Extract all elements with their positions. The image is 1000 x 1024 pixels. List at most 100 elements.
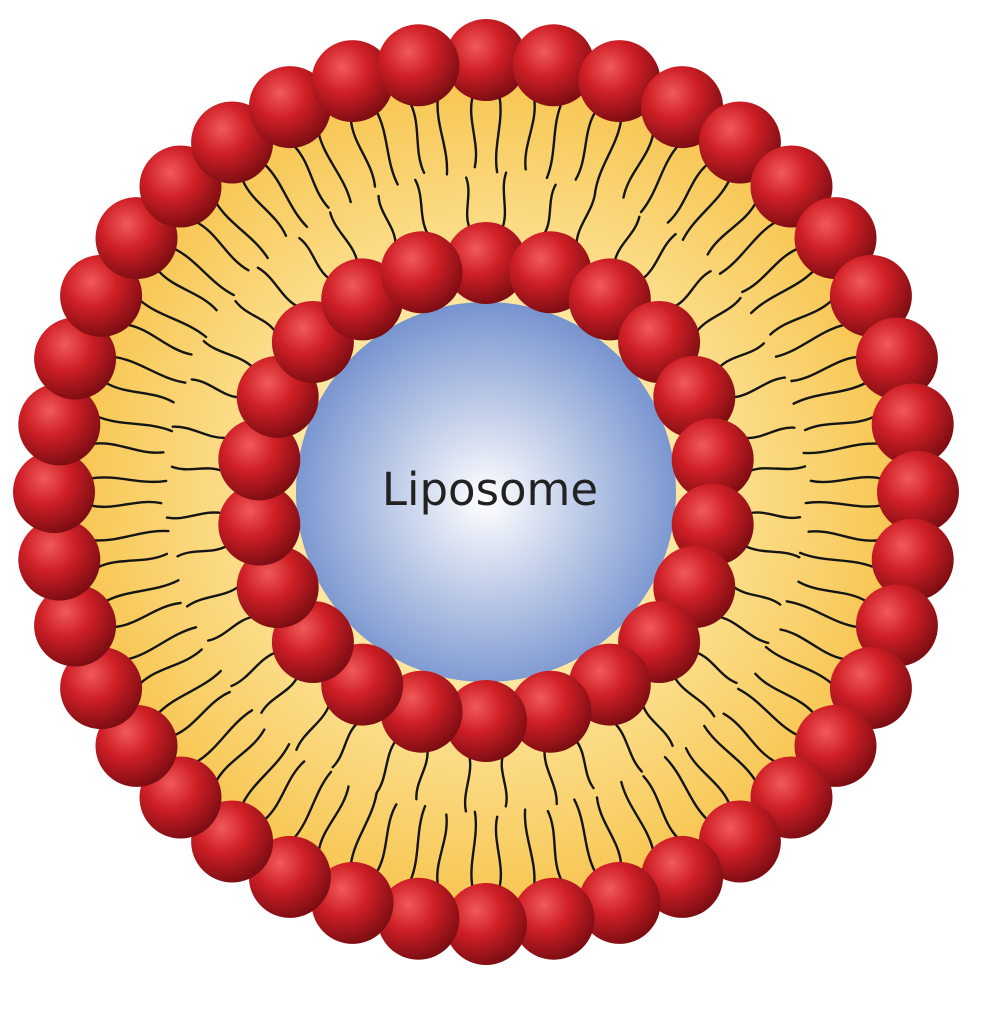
lipid-tail <box>263 760 306 821</box>
lipid-tail <box>260 676 299 714</box>
lipid-tail <box>139 299 208 339</box>
lipid-tail <box>803 415 875 432</box>
lipid-tail <box>543 749 558 806</box>
lipid-tail <box>495 96 502 174</box>
phospholipid-head <box>578 861 661 944</box>
lipid-tail <box>673 676 716 718</box>
lipid-tail <box>641 704 674 747</box>
phospholipid-head <box>380 231 463 314</box>
phospholipid-head <box>236 546 319 629</box>
phospholipid-head <box>641 835 724 918</box>
lipid-tail <box>681 179 731 241</box>
inner-lipid-tails <box>165 171 807 813</box>
lipid-tail <box>732 585 782 606</box>
lipid-tail <box>750 269 815 315</box>
lipid-tail <box>139 648 203 685</box>
lipid-tail <box>375 739 397 794</box>
inner-core <box>296 302 676 682</box>
lipid-tail <box>105 579 180 603</box>
outer-phospholipid-heads <box>13 19 959 965</box>
lipid-tail <box>574 111 597 181</box>
liposome-label: Liposome <box>382 463 598 516</box>
phospholipid-head <box>311 40 394 123</box>
lipid-tail <box>769 299 833 336</box>
lipid-tail <box>639 145 679 214</box>
lipid-tail <box>663 756 709 821</box>
lipid-tail <box>695 296 742 333</box>
phospholipid-head <box>578 40 661 123</box>
lipid-tail <box>718 615 770 645</box>
lipid-tail <box>706 202 757 256</box>
lipid-tail <box>157 669 222 715</box>
lipid-tail <box>377 194 397 245</box>
lipid-tail <box>185 585 240 608</box>
lipid-tail <box>465 176 471 229</box>
lipid-tail <box>157 269 218 312</box>
lipid-tail <box>415 749 429 801</box>
lipid-tail <box>543 183 557 235</box>
lipid-tail <box>329 211 359 262</box>
lipid-tail <box>105 381 175 404</box>
lipid-tail <box>524 98 536 171</box>
lipid-tail <box>754 672 815 715</box>
lipid-tail <box>196 709 254 763</box>
phospholipid-head <box>871 383 954 466</box>
lipid-tail <box>293 145 330 209</box>
lipid-tail <box>641 233 677 280</box>
phospholipid-head <box>855 584 938 667</box>
lipid-tail <box>500 755 508 808</box>
lipid-tail <box>744 544 801 559</box>
phospholipid-head <box>18 383 101 466</box>
lipid-tail <box>594 119 623 193</box>
lipid-tail <box>779 628 846 661</box>
lipid-tail <box>613 722 643 773</box>
lipid-tail <box>494 815 503 888</box>
lipid-tail <box>595 796 623 865</box>
lipid-tail <box>256 266 299 308</box>
phospholipid-head <box>671 418 754 501</box>
lipid-tail <box>92 529 170 542</box>
lipid-tail <box>470 810 477 888</box>
lipid-tail <box>202 339 254 369</box>
lipid-tail <box>126 626 198 661</box>
lipid-tail <box>113 601 182 629</box>
lipid-tail <box>293 770 333 839</box>
phospholipid-head <box>60 647 143 730</box>
lipid-tail <box>176 544 228 558</box>
lipid-tail <box>774 323 846 358</box>
phospholipid-head <box>34 317 117 400</box>
lipid-tail <box>573 798 597 873</box>
lipid-tail <box>613 215 641 262</box>
lipid-tail <box>349 791 378 865</box>
lipid-tail <box>749 465 807 472</box>
lipid-tail <box>234 299 277 333</box>
lipid-tail <box>809 475 882 484</box>
lipid-tail <box>684 747 731 805</box>
lipid-tail <box>620 780 655 852</box>
lipid-tail <box>744 426 796 440</box>
phospholipid-head <box>248 66 331 149</box>
lipid-tail <box>215 728 266 782</box>
lipid-tail <box>173 690 231 737</box>
phospholipid-head <box>653 355 736 438</box>
phospholipid-head <box>218 483 301 566</box>
outer-lipid-tails <box>90 96 882 888</box>
phospholipid-head <box>855 317 938 400</box>
phospholipid-head <box>445 883 527 965</box>
lipid-tail <box>317 132 352 204</box>
phospholipid-head <box>34 584 117 667</box>
lipid-tail <box>722 712 776 763</box>
lipid-tail <box>802 442 880 455</box>
lipid-tail <box>469 96 478 169</box>
lipid-tail <box>673 270 712 308</box>
phospholipid-head <box>871 518 954 601</box>
lipid-tail <box>295 704 331 751</box>
lipid-tail <box>741 247 799 294</box>
lipid-tail <box>331 722 359 769</box>
lipid-tail <box>90 500 163 509</box>
lipid-tail <box>575 190 597 245</box>
lipid-tail <box>92 442 165 454</box>
lipid-tail <box>171 425 228 440</box>
lipid-tail <box>718 342 765 369</box>
phospholipid-head <box>445 680 527 762</box>
